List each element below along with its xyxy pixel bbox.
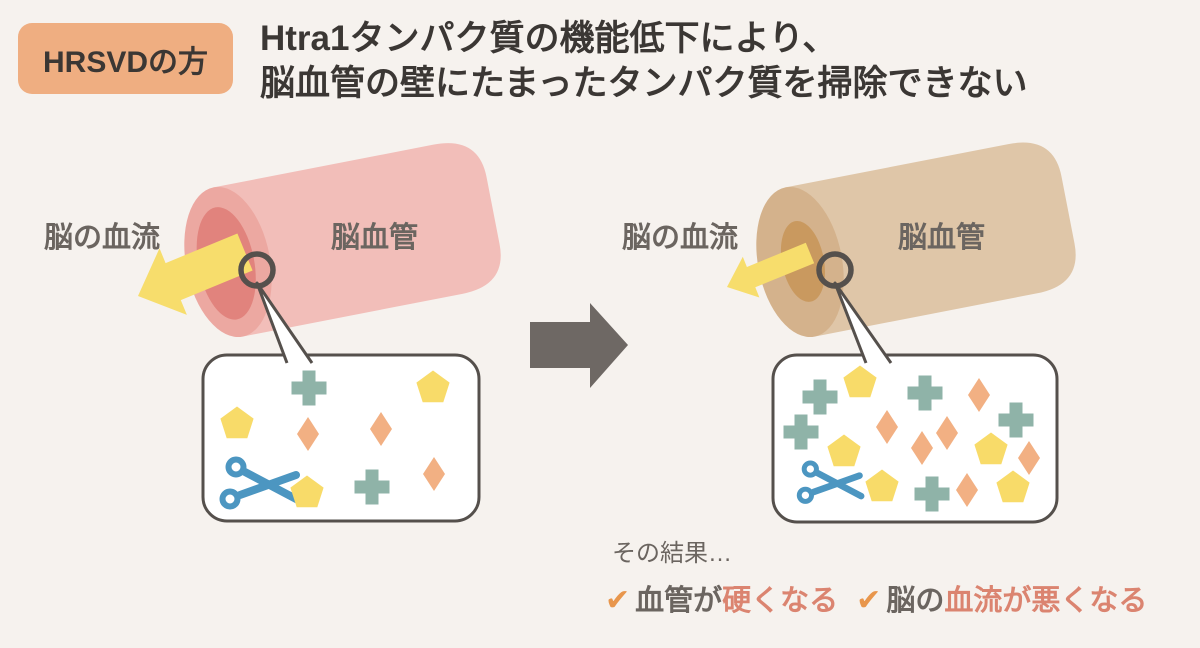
result-line: ✔ 血管が 硬くなる ✔ 脳の 血流が悪くなる: [605, 577, 1147, 619]
hrsvd-badge-label: HRSVDの方: [42, 45, 208, 79]
right-flow-label: 脳の血流: [622, 222, 739, 254]
right-callout-pointer: [833, 281, 893, 364]
checkmark-icon: ✔: [856, 584, 882, 617]
title-line-2: 脳血管の壁にたまったタンパク質を掃除できない: [260, 64, 1028, 103]
left-blood-flow-arrow: [138, 233, 253, 315]
result-item-hardening: ✔ 血管が 硬くなる: [605, 577, 838, 619]
page-title: Htra1タンパク質の機能低下により、 脳血管の壁にたまったタンパク質を掃除でき…: [260, 16, 1028, 106]
right-blood-flow-arrow: [727, 242, 815, 298]
right-vessel: [756, 142, 1076, 338]
left-callout-pointer: [255, 281, 314, 364]
result-item-highlight: 硬くなる: [722, 585, 839, 617]
left-vessel-label: 脳血管: [331, 222, 419, 254]
result-intro: その結果…: [612, 540, 732, 567]
left-flow-label: 脳の血流: [44, 222, 161, 254]
title-line-1: Htra1タンパク質の機能低下により、: [260, 19, 838, 58]
result-item-highlight: 血流が悪くなる: [944, 585, 1148, 617]
left-vessel: [184, 143, 501, 338]
result-item-bloodflow: ✔ 脳の 血流が悪くなる: [856, 577, 1147, 619]
result-item-prefix: 脳の: [886, 585, 945, 617]
right-magnifier-circle: [816, 251, 854, 289]
right-vessel-label: 脳血管: [898, 222, 986, 254]
checkmark-icon: ✔: [605, 584, 631, 617]
left-magnifier-circle: [238, 251, 276, 289]
result-item-prefix: 血管が: [635, 585, 723, 617]
hrsvd-badge: HRSVDの方: [18, 23, 233, 94]
transition-arrow: [530, 303, 628, 388]
